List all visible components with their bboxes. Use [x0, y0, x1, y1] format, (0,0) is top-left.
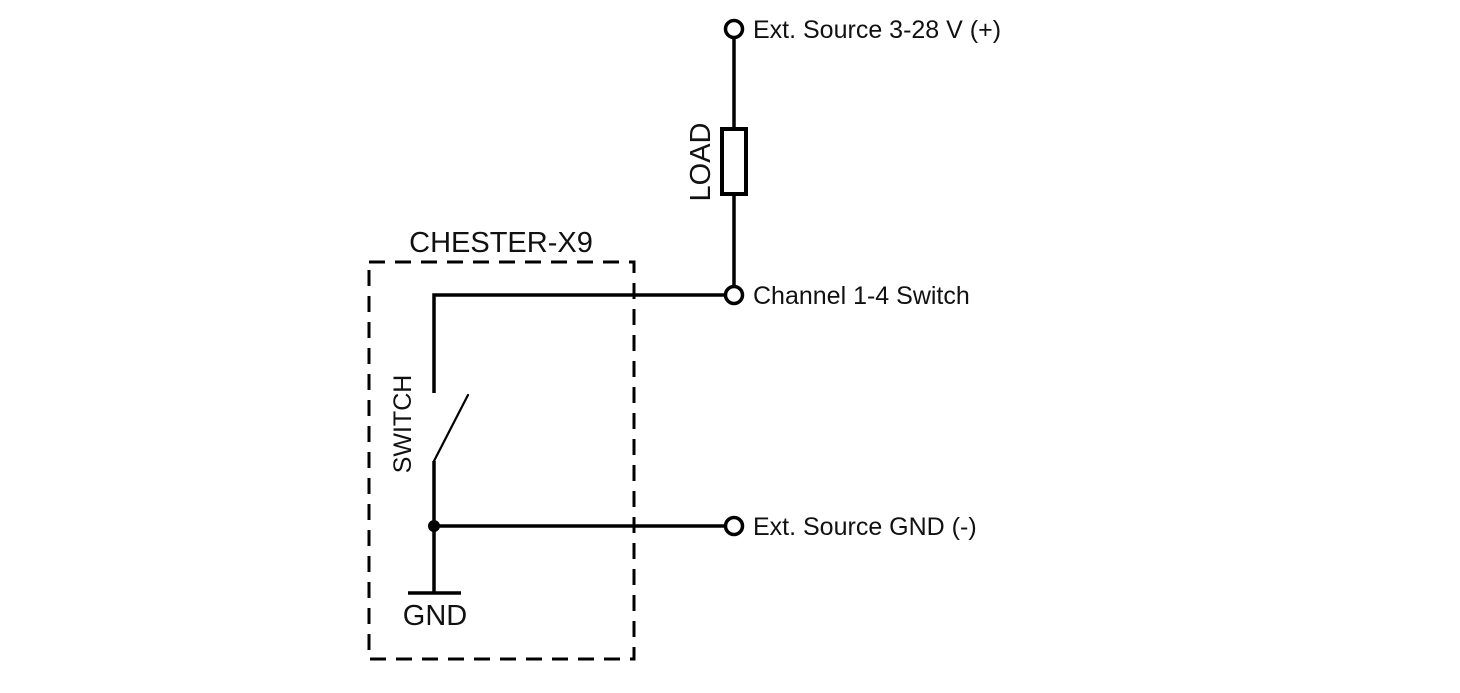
load-label: LOAD — [685, 123, 717, 202]
load-resistor — [720, 127, 748, 196]
terminal-label-channel-switch: Channel 1-4 Switch — [753, 282, 970, 310]
terminal-ext-source-positive-icon — [723, 18, 745, 40]
ground-label: GND — [403, 600, 467, 632]
switch-contact-blade — [432, 393, 470, 463]
wire-channel-to-switch — [432, 293, 725, 393]
terminal-channel-switch-icon — [723, 284, 745, 306]
chester-x9-module-boundary — [367, 260, 636, 661]
module-title: CHESTER-X9 — [409, 227, 593, 259]
switch-label: SWITCH — [389, 375, 417, 474]
terminal-label-ext-source-positive: Ext. Source 3-28 V (+) — [753, 16, 1001, 44]
terminal-ext-source-gnd-icon — [723, 515, 745, 537]
terminal-label-ext-source-gnd: Ext. Source GND (-) — [753, 513, 977, 541]
